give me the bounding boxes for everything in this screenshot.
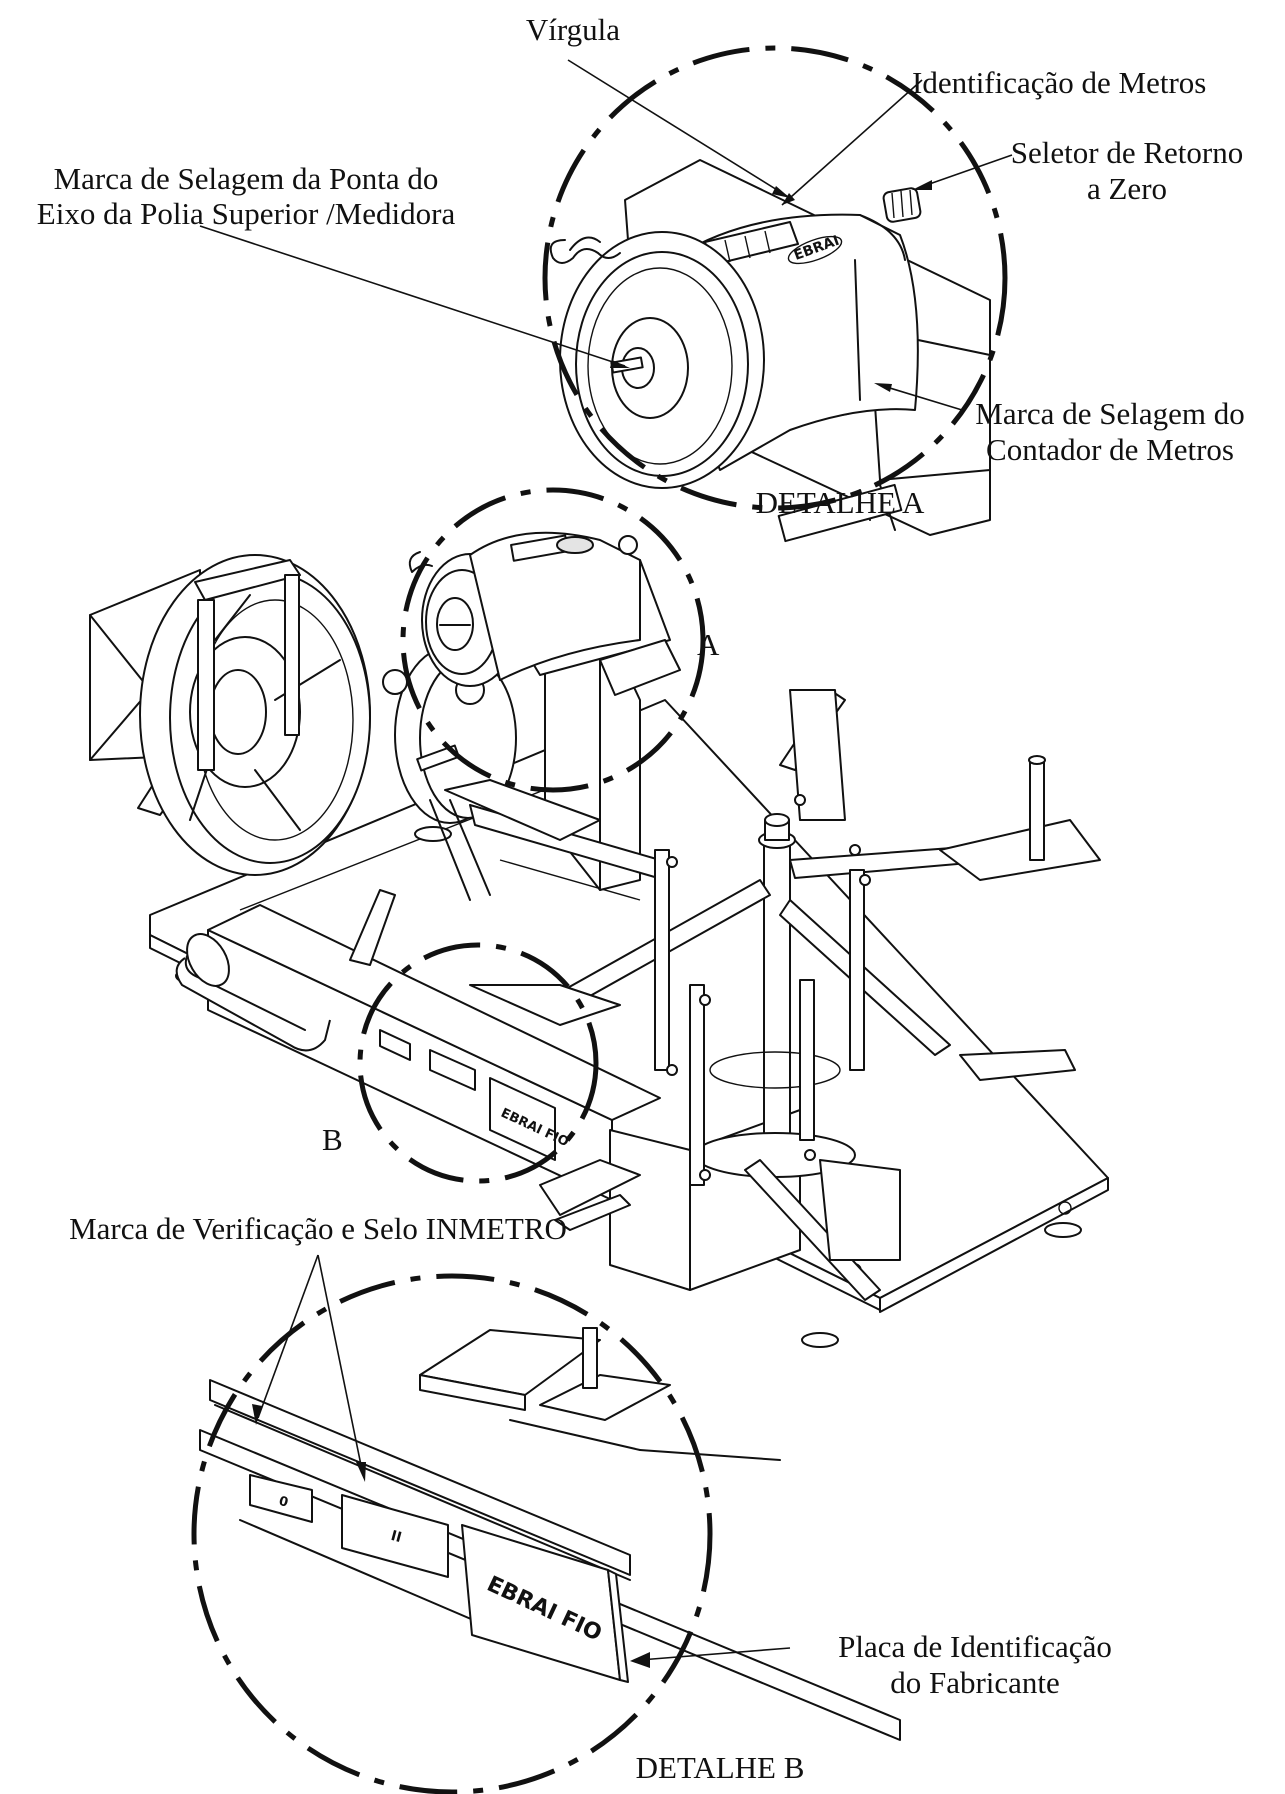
label-identificacao-metros: Identificação de Metros <box>912 65 1206 100</box>
label-eixo-line1: Marca de Selagem da Ponta do <box>54 161 439 196</box>
svg-text:0: 0 <box>277 1494 290 1511</box>
label-detalhe-a: DETALHE A <box>756 485 925 520</box>
label-eixo-line2: Eixo da Polia Superior /Medidora <box>37 196 456 231</box>
main-machine-drawing: EBRAI FIO <box>89 531 1109 1348</box>
leader-lines <box>199 59 1013 1668</box>
svg-text:II: II <box>389 1528 403 1546</box>
label-a: A <box>697 627 720 662</box>
labels: Vírgula Identificação de Metros Seletor … <box>37 12 1245 1785</box>
label-b: B <box>322 1122 343 1157</box>
label-seletor-line1: Seletor de Retorno <box>1011 135 1243 170</box>
label-virgula: Vírgula <box>526 12 620 47</box>
callout-a-circle <box>400 487 706 793</box>
detail-a-enlarged: EBRAI <box>549 159 991 543</box>
detail-b-enlarged: 0 II EBRAI FIO <box>199 1327 901 1741</box>
verification-mark-plate <box>249 1474 313 1523</box>
label-verificacao: Marca de Verificação e Selo INMETRO <box>69 1211 567 1246</box>
label-detalhe-b: DETALHE B <box>636 1750 805 1785</box>
label-seletor-line2: a Zero <box>1087 171 1167 206</box>
label-placa-line1: Placa de Identificação <box>838 1629 1112 1664</box>
rotating-spool-arms <box>444 689 1101 1301</box>
label-contador-line2: Contador de Metros <box>986 432 1234 467</box>
label-contador-line1: Marca de Selagem do <box>975 396 1244 431</box>
large-reel <box>89 554 371 876</box>
label-placa-line2: do Fabricante <box>890 1665 1060 1700</box>
inmetro-seal-plate <box>341 1494 449 1578</box>
callout-b-circle <box>357 942 599 1184</box>
lower-pulley <box>349 646 517 966</box>
detail-b-circle <box>191 1273 713 1794</box>
detail-a-circle <box>542 45 1008 511</box>
